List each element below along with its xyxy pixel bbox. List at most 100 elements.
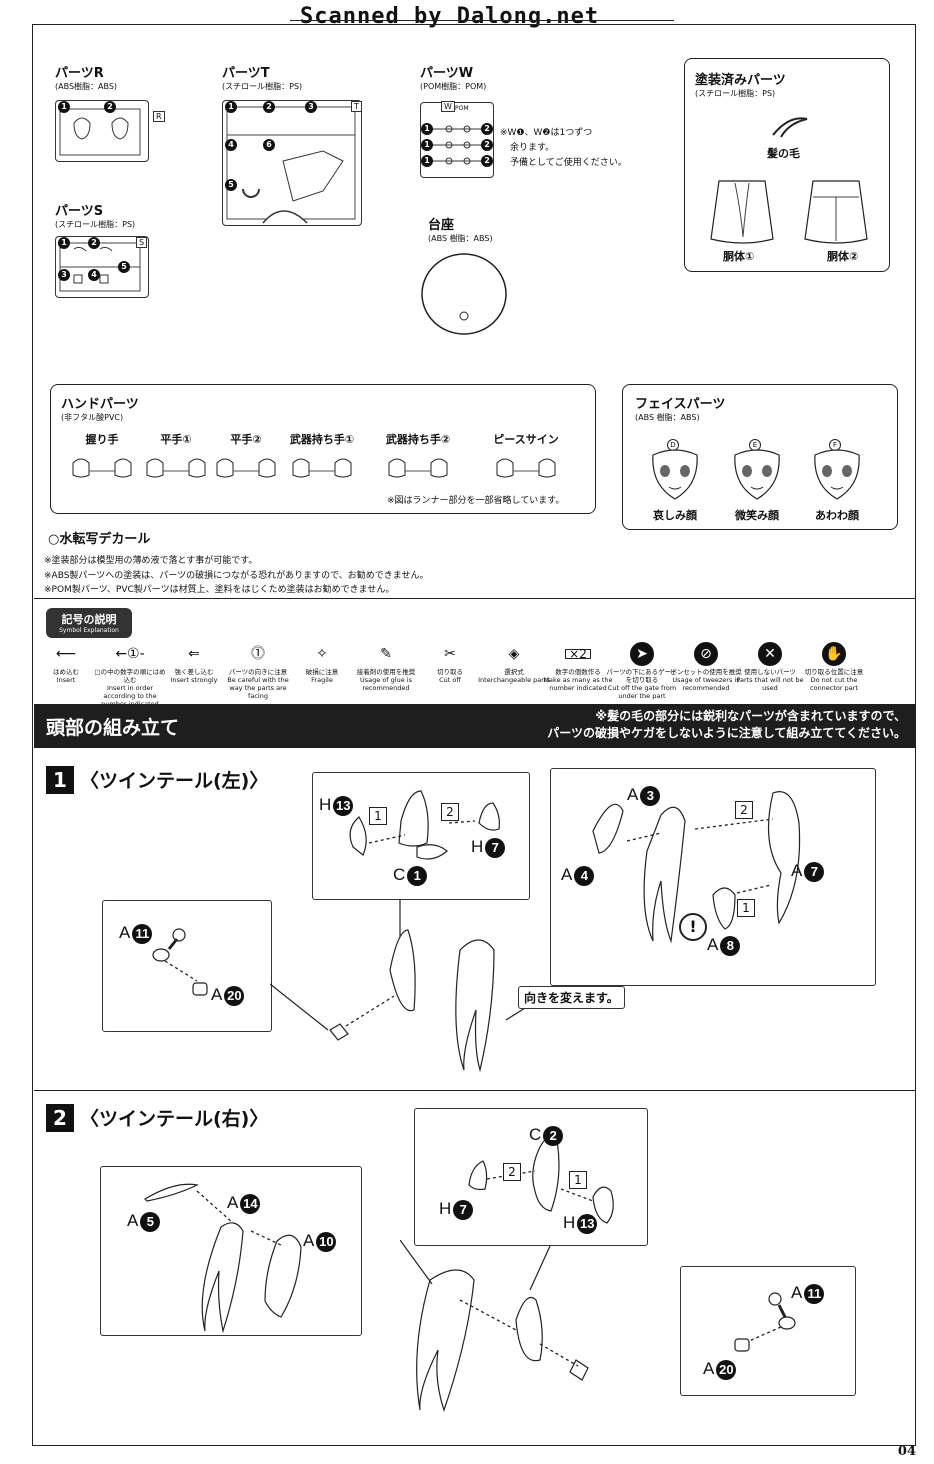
face-drawing-1 bbox=[734, 449, 780, 500]
parts-w-num-2c: 2 bbox=[481, 155, 493, 167]
cut-off-icon: ✂ bbox=[444, 646, 456, 662]
step2-main-drawing bbox=[400, 1240, 589, 1412]
parts-w-title: パーツW bbox=[420, 66, 474, 81]
section-warning-1: ※髪の毛の部分には鋭利なパーツが含まれていますので、 bbox=[595, 709, 906, 723]
numbered-insert-icon: ←①- bbox=[115, 646, 145, 662]
symbol-label-jp-0: はめ込む bbox=[53, 668, 79, 676]
credit-underline bbox=[290, 20, 674, 21]
step2-title: 〈ツインテール(右)〉 bbox=[80, 1108, 269, 1130]
paint-notes: ※塗装部分は模型用の薄め液で落とす事が可能です。 ※ABS製パーツへの塗装は、パ… bbox=[44, 554, 428, 598]
hand-note: ※図はランナー部分を一部省略しています。 bbox=[387, 496, 565, 506]
parts-r-drawing bbox=[59, 108, 141, 156]
step1-main-drawing bbox=[270, 900, 561, 1073]
parts-w-tag: POM bbox=[455, 105, 469, 112]
hand-item-label-1: 平手① bbox=[160, 433, 192, 446]
hand-item-drawing-2 bbox=[216, 458, 276, 478]
symbol-label-en-12: Do not cut the connector part bbox=[810, 676, 858, 692]
direction-caution-icon: ⓵ bbox=[251, 646, 265, 662]
parts-t-runner: 1 2 3 4 6 5 T bbox=[222, 100, 362, 226]
hair-label: 髪の毛 bbox=[767, 147, 800, 160]
symbol-label-en-4: Fragile bbox=[311, 676, 333, 684]
no-cut-icon: ✋ bbox=[822, 642, 846, 666]
step1-helmet-drawing bbox=[349, 790, 500, 860]
face-label-2: あわわ顔 bbox=[815, 509, 859, 522]
symbol-label-jp-6: 切り取る bbox=[437, 668, 463, 676]
parts-s-num-5: 5 bbox=[118, 261, 130, 273]
parts-s-num-2: 2 bbox=[88, 237, 100, 249]
section-warning: ※髪の毛の部分には鋭利なパーツが含まれていますので、 パーツの破損やケガをしない… bbox=[547, 708, 906, 742]
parts-s-material: (スチロール樹脂：PS) bbox=[55, 220, 136, 229]
paint-note-1: ※塗装部分は模型用の薄め液で落とす事が可能です。 bbox=[44, 556, 258, 566]
parts-t-num-3: 3 bbox=[305, 101, 317, 113]
parts-r-letter: R bbox=[153, 111, 165, 122]
face-material: (ABS 樹脂：ABS) bbox=[635, 413, 700, 422]
base-material: (ABS 樹脂：ABS) bbox=[428, 234, 493, 243]
parts-w-material: (POM樹脂：POM) bbox=[420, 82, 487, 91]
parts-t-num-1: 1 bbox=[225, 101, 237, 113]
parts-t-num-2: 2 bbox=[263, 101, 275, 113]
symbol-label-jp-9: パーツの下にあるゲートを切り取る bbox=[606, 668, 678, 684]
step1-joint-drawing bbox=[152, 928, 208, 996]
face-title: フェイスパーツ bbox=[635, 397, 726, 412]
hand-item-label-2: 平手② bbox=[230, 433, 262, 446]
symbol-label-en-10: Usage of tweezers is recommended bbox=[672, 676, 740, 692]
parts-s-letter: S bbox=[136, 237, 148, 248]
hand-header: ハンドパーツ (非フタル酸PVC) bbox=[61, 393, 139, 423]
glue-icon: ✎ bbox=[380, 646, 392, 662]
symbol-badge: 記号の説明 Symbol Explanation bbox=[46, 608, 132, 638]
strong-insert-icon: ⇐ bbox=[188, 646, 200, 662]
parts-w-note-2: 余ります。 bbox=[510, 143, 555, 153]
step2-joint-drawing bbox=[734, 1292, 796, 1352]
symbol-title: 記号の説明 bbox=[61, 613, 117, 626]
symbol-label-en-3: Be careful with the way the parts are fa… bbox=[227, 676, 289, 700]
parts-s-runner: 1 2 5 3 4 S bbox=[55, 236, 149, 298]
symbol-label-en-8: Make as many as the number indicated bbox=[543, 676, 613, 692]
parts-w-num-1b: 1 bbox=[421, 139, 433, 151]
symbol-label-jp-1: □の中の数字の順にはめ込む bbox=[94, 668, 166, 684]
hand-title: ハンドパーツ bbox=[61, 397, 139, 412]
base-title: 台座 bbox=[428, 218, 455, 233]
base-drawing bbox=[421, 253, 507, 335]
unused-icon: ✕ bbox=[758, 642, 782, 666]
step1-caution-icon: ! bbox=[679, 913, 707, 941]
painted-parts-box: 塗装済みパーツ (スチロール樹脂：PS) 髪の毛 胴体① 胴体② bbox=[684, 58, 890, 272]
step2-hair-drawing bbox=[144, 1183, 302, 1334]
fragile-icon: ✧ bbox=[316, 646, 328, 662]
symbol-label-en-2: Insert strongly bbox=[170, 676, 218, 684]
hand-item-drawing-5 bbox=[496, 458, 556, 478]
parts-w-num-2a: 2 bbox=[481, 123, 493, 135]
parts-r-material: (ABS樹脂：ABS) bbox=[55, 82, 118, 91]
parts-t-material: (スチロール樹脂：PS) bbox=[222, 82, 303, 91]
parts-w-drawing bbox=[431, 125, 485, 165]
head-assembly-bar: 頭部の組み立て ※髪の毛の部分には鋭利なパーツが含まれていますので、 パーツの破… bbox=[34, 704, 916, 748]
symbol-subtitle: Symbol Explanation bbox=[59, 627, 119, 634]
parts-w-letter: W bbox=[441, 101, 455, 112]
parts-t-num-4: 4 bbox=[225, 139, 237, 151]
symbol-top-divider bbox=[34, 598, 916, 599]
face-drawing-2 bbox=[814, 449, 860, 500]
symbol-label-jp-5: 接着剤の使用を推奨 bbox=[356, 668, 416, 676]
step1-turn-note: 向きを変えます。 bbox=[518, 986, 625, 1009]
parts-w-note-3: 予備としてご使用ください。 bbox=[510, 158, 627, 168]
